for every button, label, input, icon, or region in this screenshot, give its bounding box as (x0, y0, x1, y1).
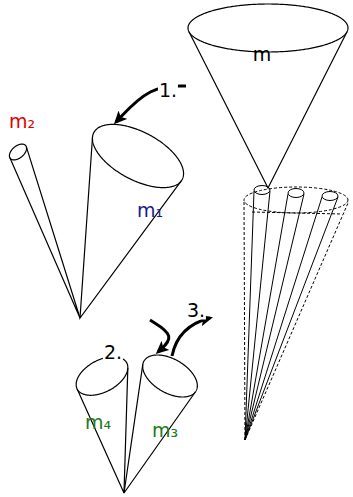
step-number: 3. (186, 301, 206, 320)
mass-label: m₃ (152, 421, 178, 440)
cone: m (186, 2, 350, 190)
dashed-cone-group (244, 186, 348, 441)
cone-opening (143, 355, 198, 397)
mass-label: m₄ (85, 413, 111, 432)
cone-outline (186, 2, 350, 190)
cone: m₂ (6, 107, 82, 320)
step-number: 1. (158, 81, 178, 100)
step-number: 2. (103, 343, 123, 362)
cone-side (80, 137, 181, 318)
step-arrow (172, 318, 210, 356)
mass-label: m (253, 45, 272, 64)
cone-opening (9, 144, 26, 160)
cone-side (189, 32, 347, 188)
cone-opening (76, 357, 128, 396)
cone-opening (92, 124, 183, 187)
mass-label: m₂ (9, 112, 35, 131)
cone-side (124, 365, 196, 493)
cone-side (10, 147, 80, 318)
cone: m₄ (74, 354, 130, 495)
cone-side (77, 368, 128, 493)
cone: m₁ (78, 122, 186, 320)
mass-label: m₁ (137, 201, 163, 220)
cone-outline (6, 107, 82, 320)
cone: m₃ (122, 352, 200, 495)
step-arrow (150, 320, 169, 352)
cone-outline (78, 122, 186, 320)
